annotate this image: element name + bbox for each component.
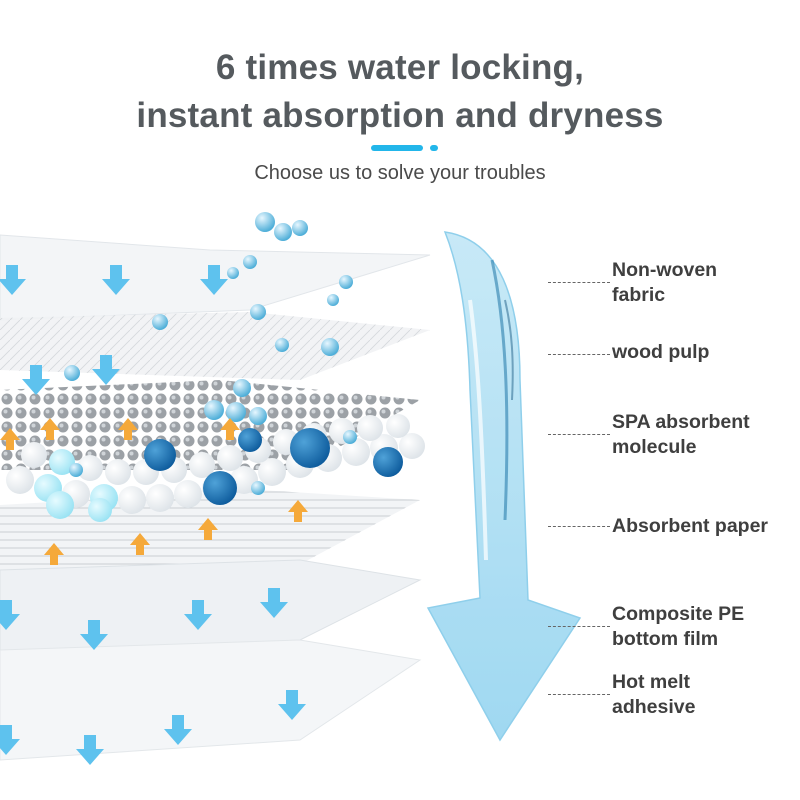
layer-label-text: Non-woven fabric (612, 259, 718, 306)
layer-label-text: Composite PE bottom film (612, 603, 745, 650)
sap-molecules (6, 414, 425, 522)
layer-woodpulp-sheet (0, 312, 430, 380)
page-subtitle: Choose us to solve your troubles (254, 162, 546, 184)
leader-dash (548, 282, 610, 283)
leader-dash (548, 526, 610, 527)
leader-dash (548, 354, 610, 355)
leader-dash (548, 694, 610, 695)
layer-hotmelt-sheet (0, 639, 422, 761)
layer-label-text: Hot melt adhesive (612, 671, 696, 718)
page-title: 6 times water locking, instant absorptio… (0, 44, 800, 140)
accent-dot (430, 145, 438, 151)
layer-pe-film (0, 559, 422, 656)
layer-label-text: SPA absorbent molecule (612, 411, 750, 458)
water-droplets (64, 212, 357, 495)
leader-dash (548, 626, 610, 627)
orange-up-arrow-icons (0, 418, 308, 565)
blue-down-arrow-icons (0, 265, 306, 765)
layer-label-text: wood pulp (612, 341, 710, 363)
layer-label-text: Absorbent paper (612, 515, 769, 537)
title-line-1: 6 times water locking, (215, 48, 585, 87)
leader-dash (548, 434, 610, 435)
accent-bar (371, 145, 423, 151)
title-line-2: instant absorption and dryness (136, 96, 664, 135)
water-splash-arrow-icon (426, 231, 582, 742)
